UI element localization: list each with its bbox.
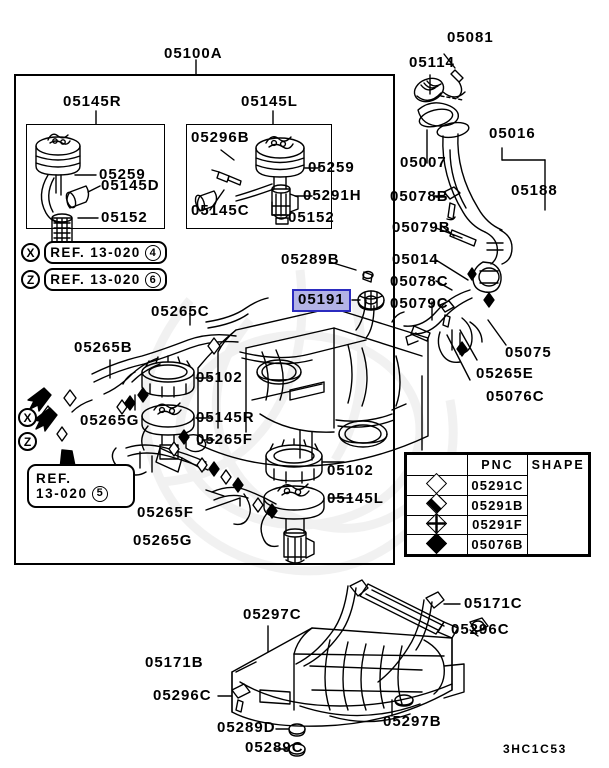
subassembly-frame-05145L xyxy=(186,124,332,229)
label-05289C: 05289C xyxy=(245,739,304,756)
pnc-value-1: 05291B xyxy=(466,494,529,516)
label-05289D: 05289D xyxy=(217,719,276,736)
label-05145C: 05145C xyxy=(191,202,250,219)
reference-box-X[interactable]: REF. 13-020 4 xyxy=(44,241,167,264)
label-05191-highlighted[interactable]: 05191 xyxy=(292,289,351,312)
main-assembly-frame xyxy=(14,74,395,565)
pnc-header: PNC xyxy=(466,454,529,476)
table-row: 05076B xyxy=(406,532,589,555)
table-row: 05291F xyxy=(406,512,589,536)
reference-box-Z-text: REF. 13-020 xyxy=(50,272,141,287)
label-05297B: 05297B xyxy=(383,713,442,730)
label-05296C-left: 05296C xyxy=(153,687,212,704)
label-05078C: 05078C xyxy=(390,273,449,290)
table-row: 05291B xyxy=(406,493,589,516)
label-05265F-upper: 05265F xyxy=(196,431,253,448)
label-05014: 05014 xyxy=(392,251,439,268)
pnc-value-0: 05291C xyxy=(466,475,529,496)
label-05078B: 05078B xyxy=(390,188,449,205)
label-05145L-part: 05145L xyxy=(327,490,384,507)
label-05016: 05016 xyxy=(489,125,536,142)
marker-circle-X-arrow: X xyxy=(18,408,37,427)
shape-header-label: SHAPE xyxy=(531,458,585,472)
label-05076C: 05076C xyxy=(486,388,545,405)
label-05171B: 05171B xyxy=(145,654,204,671)
label-05265F-lower: 05265F xyxy=(137,504,194,521)
marker-circle-X-ref: X xyxy=(21,243,40,262)
marker-circle-Z-arrow: Z xyxy=(18,432,37,451)
label-05291H: 05291H xyxy=(303,187,362,204)
symbol-diamond-crosshatch xyxy=(406,512,468,536)
label-05102-lower: 05102 xyxy=(327,462,374,479)
label-05265E: 05265E xyxy=(476,365,534,382)
label-05145R-box-title: 05145R xyxy=(63,93,122,110)
hose-clamp-icon xyxy=(528,472,588,534)
reference-box-lower[interactable]: REF. 13-020 5 xyxy=(27,464,135,508)
label-05296B: 05296B xyxy=(191,129,250,146)
label-05297C: 05297C xyxy=(243,606,302,623)
label-05114: 05114 xyxy=(409,54,455,71)
reference-box-lower-line2: 13-020 xyxy=(36,486,88,501)
label-05079B: 05079B xyxy=(392,219,451,236)
label-05188: 05188 xyxy=(511,182,558,199)
label-05079C: 05079C xyxy=(390,295,449,312)
label-05145D: 05145D xyxy=(101,177,160,194)
label-05265G-upper: 05265G xyxy=(80,412,140,429)
label-05075: 05075 xyxy=(505,344,552,361)
symbol-diamond-solid xyxy=(406,532,468,555)
reference-box-Z[interactable]: REF. 13-020 6 xyxy=(44,268,167,291)
subassembly-frame-05145R xyxy=(26,124,165,229)
label-05081: 05081 xyxy=(447,29,494,46)
symbol-diamond-half xyxy=(406,493,468,516)
reference-box-Z-circle: 6 xyxy=(144,271,161,288)
label-05145R-part: 05145R xyxy=(196,409,255,426)
reference-box-X-circle: 4 xyxy=(144,244,161,261)
label-05100A: 05100A xyxy=(164,45,223,62)
diagram-code: 3HC1C53 xyxy=(503,742,567,756)
marker-circle-Z-ref: Z xyxy=(21,270,40,289)
reference-box-lower-circle: 5 xyxy=(91,485,108,502)
pnc-shape-table: PNC SHAPE 05291C 05291B 05291F 05076B xyxy=(404,452,591,557)
label-05259-left: 05259 xyxy=(99,166,146,183)
shape-header-cell: SHAPE xyxy=(527,454,589,555)
pnc-value-3: 05076B xyxy=(466,534,529,555)
label-05145L-box-title: 05145L xyxy=(241,93,298,110)
reference-box-X-text: REF. 13-020 xyxy=(50,245,141,260)
label-05007: 05007 xyxy=(400,154,447,171)
label-05152-left: 05152 xyxy=(101,209,148,226)
label-05171C: 05171C xyxy=(464,595,523,612)
label-05265C: 05265C xyxy=(151,303,210,320)
pnc-value-2: 05291F xyxy=(466,514,529,536)
label-05296C-right: 05296C xyxy=(451,621,510,638)
table-header-row: PNC SHAPE xyxy=(406,454,589,555)
label-05265B: 05265B xyxy=(74,339,133,356)
label-05152-right: 05152 xyxy=(288,209,335,226)
label-05259-right: 05259 xyxy=(308,159,355,176)
reference-box-lower-line1: REF. xyxy=(36,470,72,486)
label-05289B: 05289B xyxy=(281,251,340,268)
table-row: 05291C xyxy=(406,473,589,496)
label-05265G-lower: 05265G xyxy=(133,532,193,549)
label-05102-upper: 05102 xyxy=(196,369,243,386)
